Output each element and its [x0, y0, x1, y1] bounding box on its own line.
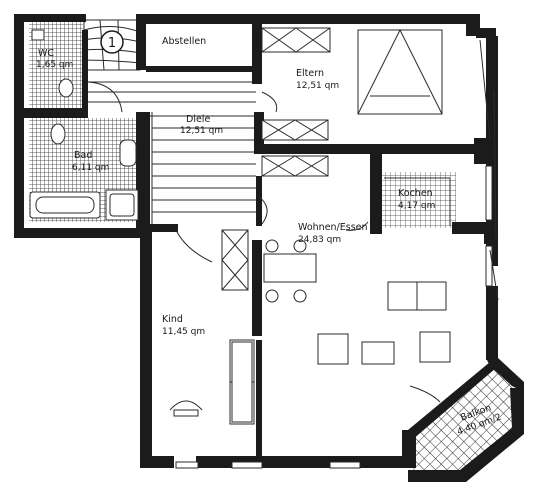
room-area-bad: 6,11 qm	[72, 163, 109, 173]
room-area-eltern: 12,51 qm	[296, 81, 339, 91]
room-name-wohnen: Wohnen/Essen	[298, 222, 368, 233]
room-labels: WC 1,65 qm Abstellen Eltern 12,51 qm Die…	[36, 36, 503, 438]
furniture	[29, 28, 451, 423]
dining-table-icon	[263, 253, 317, 283]
kitchen-tile-floor	[378, 172, 456, 228]
section-marker-label: 1	[108, 36, 116, 51]
room-name-diele: Diele	[186, 114, 210, 125]
bath-toilet-icon	[50, 123, 66, 145]
room-name-kind: Kind	[162, 314, 183, 325]
sink-icon	[119, 139, 137, 167]
room-area-diele: 12,51 qm	[180, 126, 223, 136]
room-name-eltern: Eltern	[296, 68, 324, 79]
section-marker: 1	[100, 30, 124, 54]
room-area-wohnen: 24,83 qm	[298, 235, 341, 245]
armchair-icon	[317, 333, 349, 365]
room-name-abstellen: Abstellen	[162, 36, 206, 47]
room-area-kochen: 4,17 qm	[398, 201, 435, 211]
coffee-table-icon	[361, 341, 395, 365]
room-name-kochen: Kochen	[398, 188, 433, 199]
room-name-wc: WC	[38, 48, 54, 59]
room-area-kind: 11,45 qm	[162, 327, 205, 337]
toilet-icon	[58, 78, 74, 98]
doors	[87, 81, 441, 403]
armchair-icon	[419, 331, 451, 363]
double-bed-icon	[357, 29, 443, 115]
single-bed-icon	[231, 341, 253, 423]
room-name-bad: Bad	[74, 150, 92, 161]
room-area-wc: 1,65 qm	[36, 60, 73, 70]
